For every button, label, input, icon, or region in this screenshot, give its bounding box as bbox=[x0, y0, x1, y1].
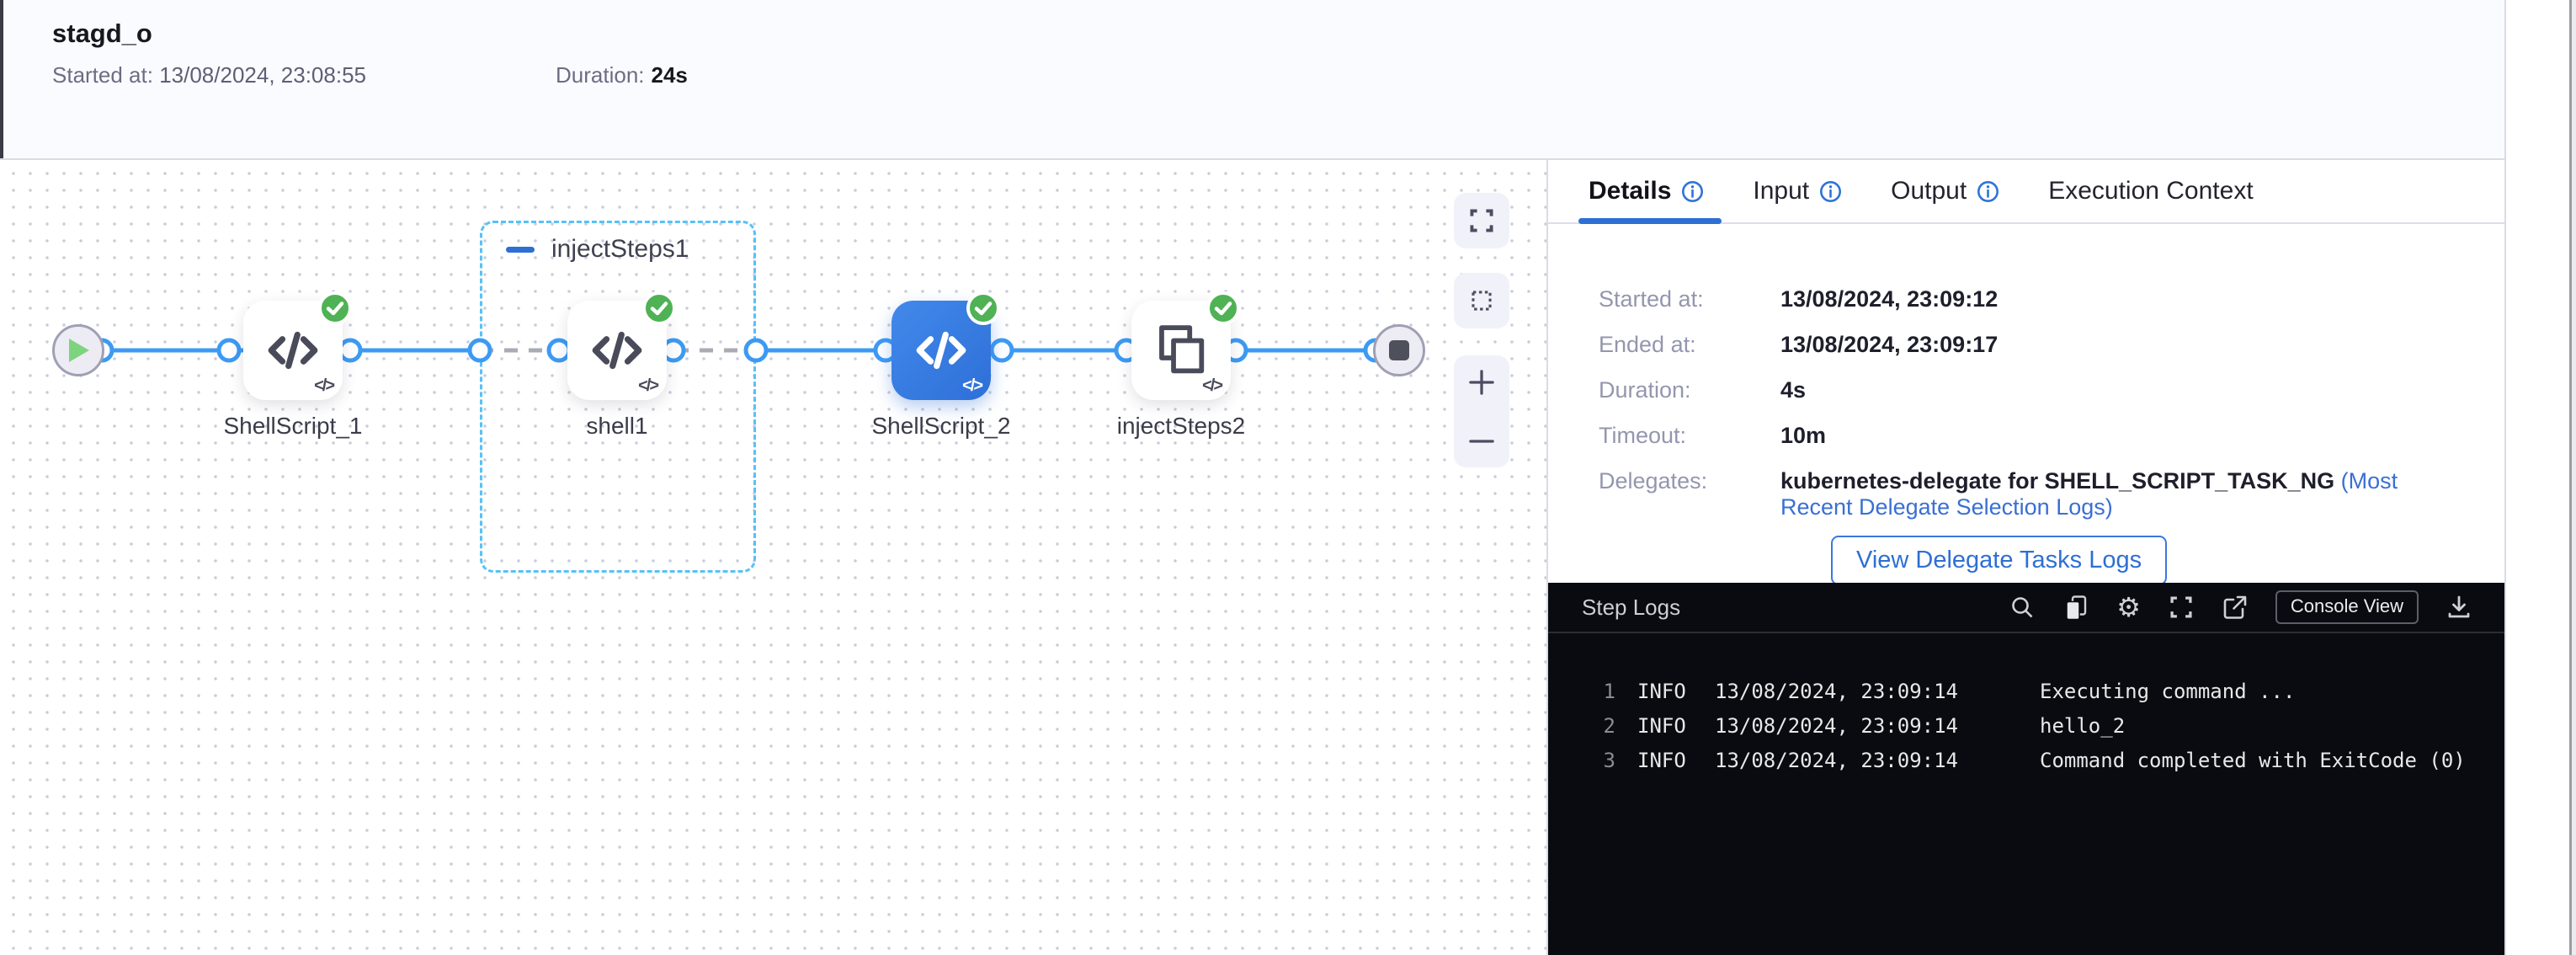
log-timestamp: 13/08/2024, 23:09:14 bbox=[1715, 680, 1958, 703]
success-badge-icon bbox=[318, 291, 352, 325]
canvas-fullscreen-button[interactable] bbox=[1454, 193, 1509, 248]
pipeline-canvas[interactable]: injectSteps1 bbox=[0, 160, 1546, 955]
marquee-select-icon bbox=[1472, 291, 1492, 311]
delegate-selection-logs-link[interactable]: (Most Recent Delegate Selection Logs) bbox=[1780, 468, 2398, 520]
started-at-value: 13/08/2024, 23:08:55 bbox=[159, 62, 366, 88]
group-header[interactable]: injectSteps1 bbox=[506, 235, 689, 264]
stage-meta: Started at: 13/08/2024, 23:08:55 Duratio… bbox=[52, 62, 688, 88]
detail-row-ended: Ended at: 13/08/2024, 23:09:17 bbox=[1599, 332, 1999, 357]
log-line-number: 1 bbox=[1603, 680, 1615, 703]
step-type-icon: </> bbox=[1202, 376, 1223, 395]
right-gutter bbox=[2504, 0, 2576, 955]
log-line: 3 INFO 13/08/2024, 23:09:14 Command comp… bbox=[1597, 748, 2504, 782]
info-icon bbox=[1977, 180, 1999, 202]
canvas-zoom-controls bbox=[1454, 355, 1509, 467]
zoom-in-icon[interactable] bbox=[1466, 367, 1497, 397]
step-logs-title: Step Logs bbox=[1582, 594, 1681, 620]
log-toolbar: ⚙ Console View bbox=[2009, 590, 2472, 624]
duration-value: 24s bbox=[651, 62, 688, 88]
end-node bbox=[1373, 324, 1425, 376]
step-node-injectsteps2[interactable]: </> bbox=[1131, 291, 1240, 400]
detail-row-delegates: Delegates: kubernetes-delegate for SHELL… bbox=[1599, 468, 2446, 520]
detail-row-timeout: Timeout: 10m bbox=[1599, 423, 1827, 448]
stage-title: stagd_o bbox=[52, 19, 152, 48]
start-node bbox=[52, 324, 104, 376]
log-level: INFO bbox=[1637, 749, 1686, 772]
log-message: Command completed with ExitCode (0) bbox=[2040, 749, 2466, 772]
header-left-edge bbox=[0, 0, 3, 158]
step-label: injectSteps2 bbox=[1116, 413, 1246, 439]
download-logs-icon[interactable] bbox=[2446, 594, 2472, 621]
details-panel: Details Input Output bbox=[1546, 160, 2504, 955]
tab-execution-context[interactable]: Execution Context bbox=[2048, 177, 2254, 205]
log-line-number: 2 bbox=[1603, 714, 1615, 738]
started-at-meta: Started at: 13/08/2024, 23:08:55 bbox=[52, 62, 556, 88]
step-group-injectsteps1: injectSteps1 bbox=[480, 221, 756, 573]
detail-row-duration: Duration: 4s bbox=[1599, 377, 1807, 403]
step-node-shellscript-1[interactable]: </> bbox=[243, 291, 352, 400]
tab-input[interactable]: Input bbox=[1753, 177, 1842, 205]
step-label: ShellScript_2 bbox=[871, 413, 1011, 439]
stop-icon bbox=[1389, 340, 1409, 360]
scrollbar[interactable] bbox=[2569, 0, 2576, 955]
code-icon bbox=[916, 331, 966, 370]
search-icon[interactable] bbox=[2009, 594, 2036, 621]
code-icon bbox=[592, 331, 642, 370]
tab-output[interactable]: Output bbox=[1891, 177, 1999, 205]
open-in-new-tab-icon[interactable] bbox=[2222, 594, 2249, 621]
log-timestamp: 13/08/2024, 23:09:14 bbox=[1715, 714, 1958, 738]
info-icon bbox=[1820, 180, 1842, 202]
connector-lines bbox=[78, 338, 1399, 363]
log-line-number: 3 bbox=[1603, 749, 1615, 772]
group-label: injectSteps1 bbox=[551, 235, 689, 263]
log-level: INFO bbox=[1637, 680, 1686, 703]
step-type-icon: </> bbox=[638, 376, 659, 395]
canvas-select-button[interactable] bbox=[1454, 273, 1509, 328]
success-badge-icon bbox=[1206, 291, 1240, 325]
zoom-out-icon[interactable] bbox=[1466, 426, 1497, 456]
collapse-icon[interactable] bbox=[506, 246, 535, 253]
started-at-label: Started at: bbox=[52, 62, 153, 88]
view-delegate-tasks-logs-button[interactable]: View Delegate Tasks Logs bbox=[1831, 536, 2168, 585]
log-lines: 1 INFO 13/08/2024, 23:09:14 Executing co… bbox=[1548, 633, 2504, 782]
log-timestamp: 13/08/2024, 23:09:14 bbox=[1715, 749, 1958, 772]
success-badge-icon bbox=[966, 291, 1000, 325]
fullscreen-logs-icon[interactable] bbox=[2168, 594, 2195, 621]
info-icon bbox=[1682, 180, 1704, 202]
step-node-shellscript-2[interactable]: </> bbox=[891, 291, 1000, 400]
success-badge-icon bbox=[642, 291, 676, 325]
code-icon bbox=[268, 331, 318, 370]
log-message: Executing command ... bbox=[2040, 680, 2296, 703]
active-tab-indicator bbox=[1578, 218, 1722, 224]
step-label: ShellScript_1 bbox=[223, 413, 363, 439]
scrollbar-thumb[interactable] bbox=[2569, 0, 2572, 955]
step-type-icon: </> bbox=[962, 376, 983, 395]
log-level: INFO bbox=[1637, 714, 1686, 738]
play-icon bbox=[69, 339, 89, 362]
log-message: hello_2 bbox=[2040, 714, 2126, 738]
console-view-button[interactable]: Console View bbox=[2275, 590, 2419, 624]
settings-gear-icon[interactable]: ⚙ bbox=[2116, 591, 2141, 623]
log-line: 2 INFO 13/08/2024, 23:09:14 hello_2 bbox=[1597, 713, 2504, 748]
duration-meta: Duration:24s bbox=[556, 62, 688, 88]
tabs-row: Details Input Output bbox=[1548, 160, 2504, 224]
copy-icon[interactable] bbox=[2062, 594, 2089, 621]
stage-header: stagd_o Started at: 13/08/2024, 23:08:55… bbox=[0, 0, 2576, 160]
step-label: shell1 bbox=[586, 413, 648, 439]
details-content: Started at: 13/08/2024, 23:09:12 Ended a… bbox=[1548, 224, 2504, 585]
fullscreen-icon bbox=[1470, 209, 1493, 232]
step-node-shell1[interactable]: </> bbox=[567, 291, 676, 400]
step-type-icon: </> bbox=[314, 376, 335, 395]
delegates-value: kubernetes-delegate for SHELL_SCRIPT_TAS… bbox=[1780, 468, 2398, 520]
step-logs-panel: Step Logs ⚙ bbox=[1548, 583, 2504, 955]
log-line: 1 INFO 13/08/2024, 23:09:14 Executing co… bbox=[1597, 679, 2504, 713]
detail-row-started: Started at: 13/08/2024, 23:09:12 bbox=[1599, 286, 1999, 312]
copy-steps-icon bbox=[1159, 325, 1205, 374]
step-logs-header: Step Logs ⚙ bbox=[1548, 583, 2504, 633]
duration-label: Duration: bbox=[556, 62, 645, 88]
tab-details[interactable]: Details bbox=[1589, 177, 1704, 205]
